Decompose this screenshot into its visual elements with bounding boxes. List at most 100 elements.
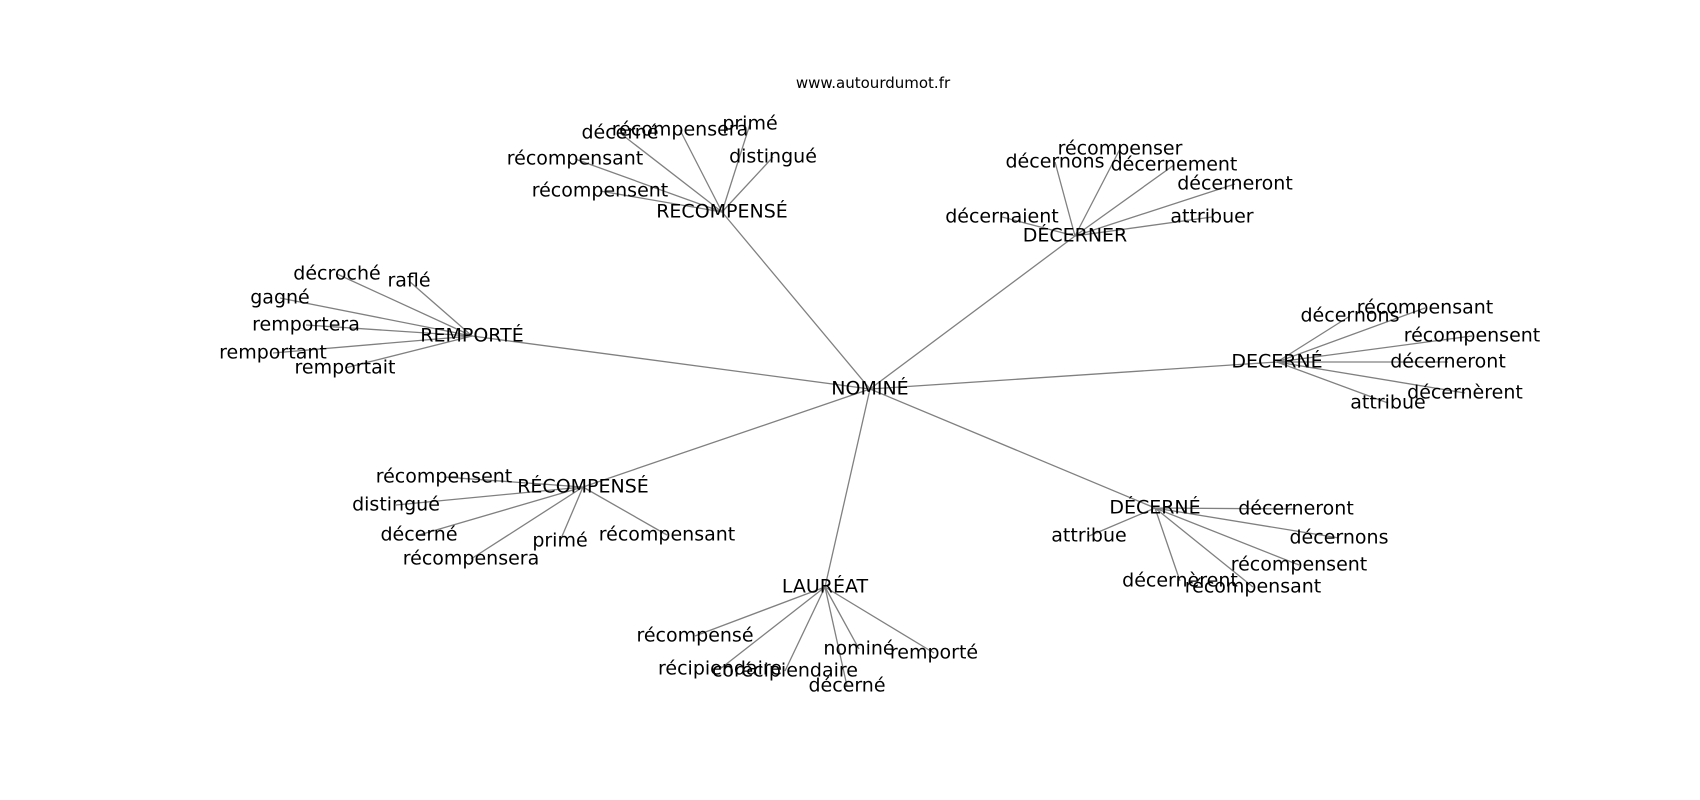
- edge-hub-0-leaf-1: [721, 123, 751, 213]
- center-node-label: NOMINÉ: [831, 377, 908, 400]
- leaf-node-label: récompensant: [1357, 297, 1494, 319]
- edge-hub-0-leaf-5: [599, 190, 723, 213]
- leaf-node-label: primé: [722, 113, 777, 135]
- leaf-node-label: décerné: [808, 675, 885, 697]
- leaf-node-label: décernement: [1111, 154, 1238, 176]
- edge-hub-2-leaf-3: [305, 324, 473, 337]
- leaf-node-label: gagné: [250, 287, 310, 309]
- leaf-node-label: remportait: [295, 357, 396, 379]
- edge-hub-5-leaf-2: [1154, 507, 1340, 539]
- leaf-node-label: récompensant: [507, 148, 644, 170]
- leaf-node-label: décernons: [1301, 305, 1400, 327]
- leaf-node-label: décerneront: [1177, 173, 1293, 195]
- leaf-node-label: remportera: [252, 314, 360, 336]
- edge-hub-1-leaf-1: [1054, 161, 1076, 237]
- leaf-node-label: décerné: [380, 524, 457, 546]
- hub-node-label: LAURÉAT: [782, 575, 869, 598]
- edge-hub-3-leaf-2: [1276, 335, 1473, 363]
- leaf-node-label: primé: [532, 530, 587, 552]
- leaf-node-label: décernèrent: [1407, 382, 1523, 404]
- edge-hub-5-leaf-5: [1154, 507, 1254, 588]
- leaf-node-label: remportant: [219, 342, 327, 364]
- leaf-node-label: décroché: [293, 263, 380, 285]
- leaf-node-label: corécipiendaire: [712, 660, 858, 682]
- leaf-node-label: attribuer: [1170, 206, 1253, 228]
- edge-center-hub-5: [869, 388, 1156, 509]
- leaf-node-label: distingué: [352, 494, 440, 516]
- edge-hub-6-leaf-0: [694, 586, 826, 637]
- leaf-node-label: décernèrent: [1122, 570, 1238, 592]
- edge-hub-4-leaf-0: [443, 476, 584, 488]
- edge-hub-4-leaf-1: [395, 486, 584, 506]
- edge-center-hub-4: [582, 388, 871, 488]
- leaf-node-label: décerné: [581, 122, 658, 144]
- leaf-node-label: attribue: [1051, 525, 1126, 547]
- hub-node-label: DECERNÉ: [1231, 350, 1322, 373]
- hub-node-label: DÉCERNÉ: [1109, 496, 1200, 519]
- leaf-node-label: récompensent: [1404, 325, 1541, 347]
- edge-hub-3-leaf-1: [1276, 315, 1351, 363]
- edge-hub-2-leaf-0: [336, 273, 473, 337]
- edge-hub-4-leaf-5: [470, 486, 584, 560]
- leaf-node-label: récompensé: [636, 625, 753, 647]
- edge-hub-3-leaf-0: [1276, 307, 1426, 363]
- edge-hub-5-leaf-1: [1088, 507, 1156, 537]
- leaf-node-label: récompenser: [1058, 138, 1183, 160]
- edge-center-hub-2: [471, 335, 871, 390]
- edge-hub-4-leaf-3: [559, 486, 584, 542]
- leaf-node-label: décernons: [1006, 151, 1105, 173]
- leaf-node-label: récompensent: [532, 180, 669, 202]
- leaf-node-label: récompensera: [612, 119, 749, 141]
- edge-hub-2-leaf-1: [408, 280, 473, 337]
- leaf-node-label: récompensant: [1185, 576, 1322, 598]
- leaf-node-label: attribue: [1350, 392, 1425, 414]
- edge-hub-1-leaf-5: [1074, 216, 1213, 237]
- hub-node-label: RÉCOMPENSÉ: [517, 475, 649, 498]
- leaf-node-label: récipiendaire: [658, 658, 782, 680]
- website-label[interactable]: www.autourdumot.fr: [796, 74, 951, 92]
- edge-hub-6-leaf-2: [784, 586, 826, 672]
- edge-hub-6-leaf-5: [824, 586, 848, 687]
- leaf-node-label: décerneront: [1238, 498, 1354, 520]
- edge-hub-3-leaf-4: [1276, 361, 1466, 394]
- leaf-node-label: récompensant: [599, 524, 736, 546]
- edge-hub-2-leaf-5: [344, 335, 473, 369]
- leaf-node-label: récompensent: [376, 466, 513, 488]
- edge-hub-5-leaf-4: [1154, 507, 1181, 582]
- edge-center-hub-6: [824, 388, 871, 588]
- edge-hub-0-leaf-2: [619, 132, 723, 213]
- leaf-node-label: récompensent: [1231, 554, 1368, 576]
- leaf-node-label: décernaient: [945, 206, 1059, 228]
- leaf-node-label: nominé: [823, 638, 894, 660]
- leaf-node-label: décernons: [1290, 527, 1389, 549]
- edge-hub-6-leaf-3: [824, 586, 860, 650]
- leaf-node-label: distingué: [729, 146, 817, 168]
- edge-hub-1-leaf-3: [1074, 183, 1236, 237]
- edge-hub-6-leaf-1: [719, 586, 826, 670]
- labels-layer: NOMINÉRECOMPENSÉrécompenseraprimédécerné…: [219, 113, 1540, 697]
- edge-center-hub-0: [721, 211, 871, 390]
- edge-hub-5-leaf-3: [1154, 507, 1300, 566]
- edge-hub-2-leaf-4: [272, 335, 473, 354]
- hub-node-label: DÉCERNER: [1023, 224, 1128, 247]
- edge-hub-1-leaf-4: [1001, 216, 1076, 237]
- edge-hub-4-leaf-2: [418, 486, 584, 536]
- leaf-node-label: récompensera: [403, 548, 540, 570]
- edge-hub-0-leaf-4: [574, 158, 723, 213]
- leaf-node-label: raflé: [387, 270, 430, 292]
- leaf-node-label: décerneront: [1390, 351, 1506, 373]
- edge-hub-5-leaf-0: [1154, 507, 1297, 510]
- edge-center-hub-3: [869, 361, 1278, 390]
- edge-center-hub-1: [869, 235, 1076, 390]
- hub-node-label: REMPORTÉ: [420, 324, 523, 347]
- leaf-node-label: remporté: [890, 642, 978, 664]
- edge-hub-6-leaf-4: [824, 586, 935, 654]
- edge-hub-3-leaf-5: [1276, 361, 1389, 404]
- edge-hub-4-leaf-4: [582, 486, 668, 536]
- edge-hub-0-leaf-3: [721, 156, 774, 213]
- edge-hub-1-leaf-2: [1074, 164, 1175, 237]
- edge-hub-0-leaf-0: [679, 129, 723, 213]
- edges-layer: [272, 123, 1473, 687]
- hub-node-label: RECOMPENSÉ: [656, 200, 788, 223]
